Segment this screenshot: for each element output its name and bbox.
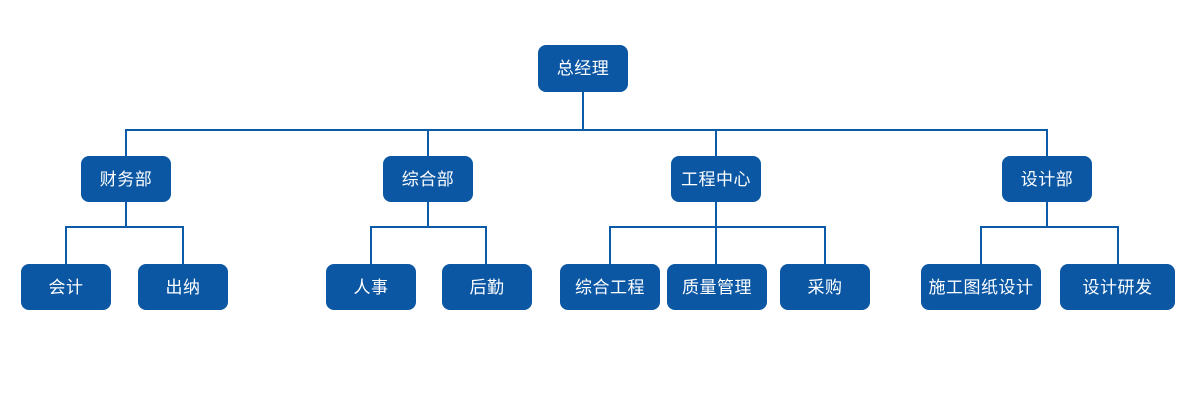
org-node-log[interactable]: 后勤 (442, 264, 532, 310)
org-node-gen[interactable]: 综合部 (383, 156, 473, 202)
connector-drop-fin (125, 129, 127, 156)
connector-gen-stem (427, 202, 429, 228)
org-node-acc[interactable]: 会计 (21, 264, 111, 310)
connector-drop-eng (715, 129, 717, 156)
connector-gm-stem (582, 92, 584, 131)
org-node-gm[interactable]: 总经理 (538, 45, 628, 92)
org-node-drd[interactable]: 设计研发 (1060, 264, 1175, 310)
connector-level2-trunk (125, 129, 1048, 131)
connector-drop-acc (65, 226, 67, 264)
connector-eng-stem (715, 202, 717, 264)
connector-drop-cash (182, 226, 184, 264)
connector-drop-hr (370, 226, 372, 264)
org-node-eng[interactable]: 工程中心 (671, 156, 761, 202)
connector-drop-log (485, 226, 487, 264)
connector-fin-stem (125, 202, 127, 228)
connector-drop-des (1046, 129, 1048, 156)
org-node-qm[interactable]: 质量管理 (667, 264, 767, 310)
connector-drop-drd (1117, 226, 1119, 264)
org-node-des[interactable]: 设计部 (1002, 156, 1092, 202)
connector-gen-trunk (370, 226, 487, 228)
connector-des-trunk (980, 226, 1118, 228)
connector-eng-trunk (609, 226, 826, 228)
connector-drop-cdd (980, 226, 982, 264)
org-node-cash[interactable]: 出纳 (138, 264, 228, 310)
connector-drop-proc (824, 226, 826, 264)
org-node-cdd[interactable]: 施工图纸设计 (921, 264, 1041, 310)
org-node-proc[interactable]: 采购 (780, 264, 870, 310)
connector-drop-gen (427, 129, 429, 156)
org-node-hr[interactable]: 人事 (326, 264, 416, 310)
org-node-ge[interactable]: 综合工程 (560, 264, 660, 310)
connector-fin-trunk (65, 226, 184, 228)
connector-drop-ge (609, 226, 611, 264)
connector-des-stem (1046, 202, 1048, 228)
org-node-fin[interactable]: 财务部 (81, 156, 171, 202)
